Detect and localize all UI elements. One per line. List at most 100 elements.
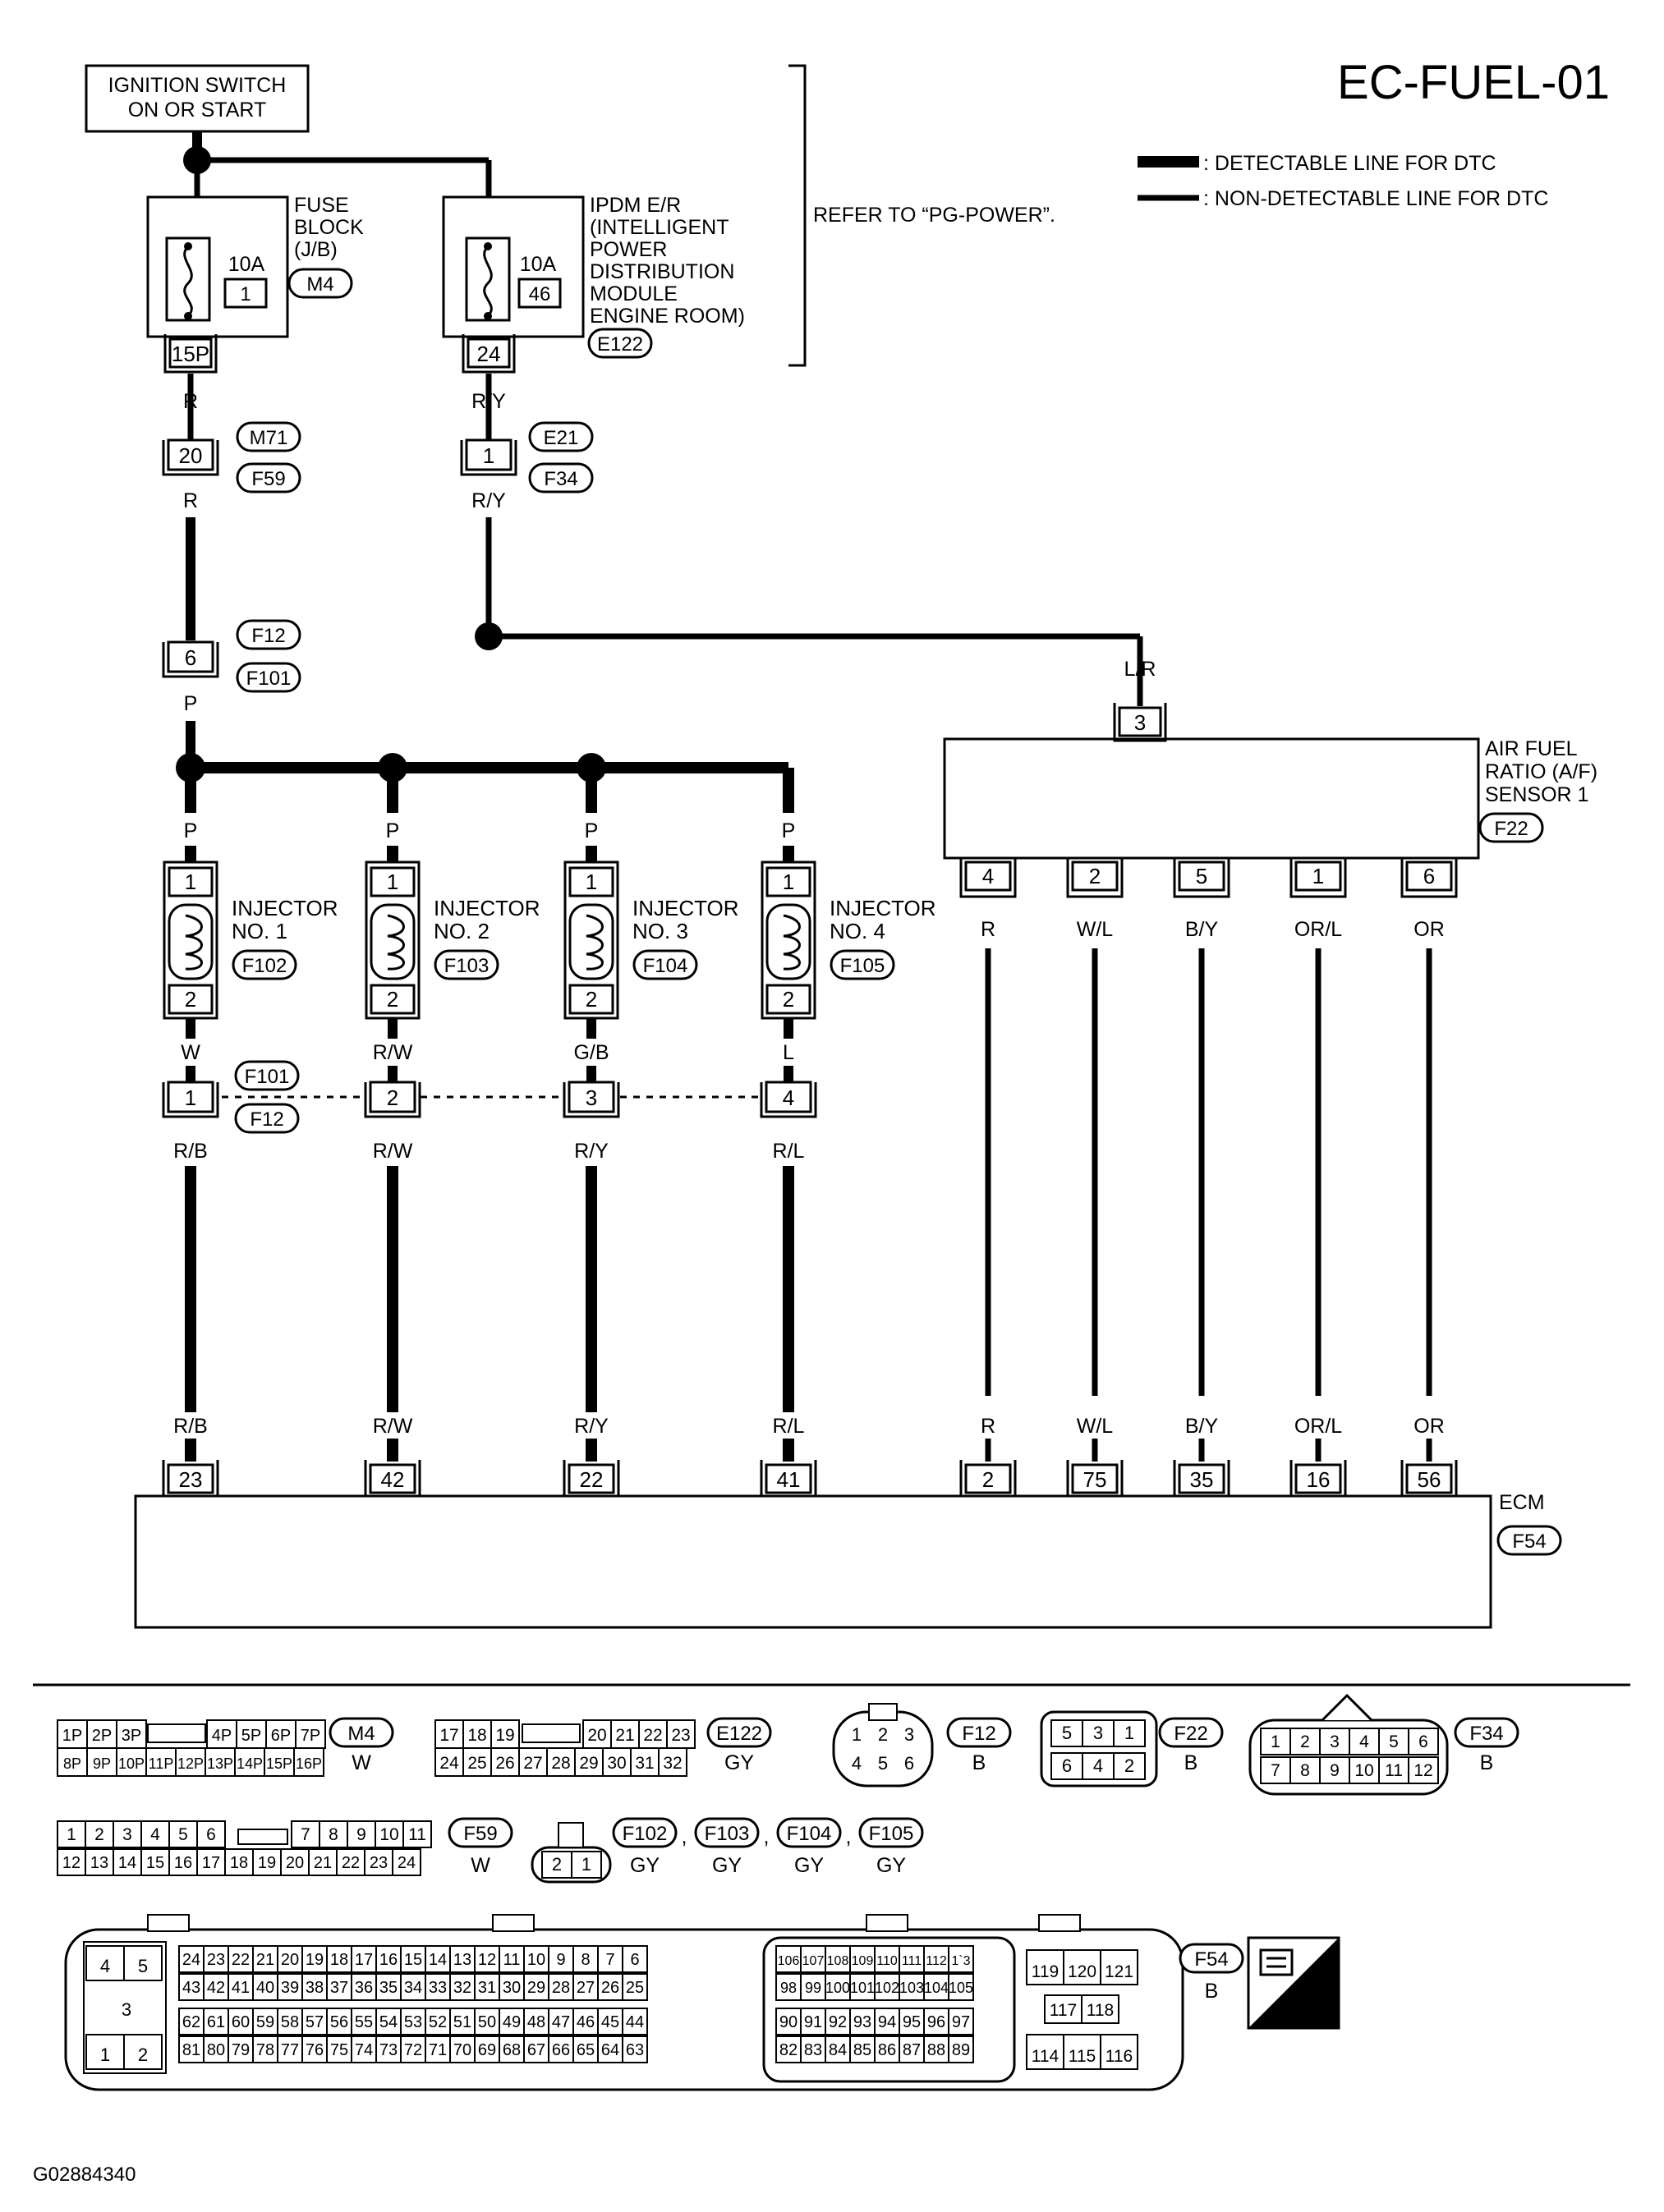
fuse-1-element [165,236,211,322]
af-wire-1-bot: OR/L [1294,1415,1342,1438]
conn-f54-b4-cell-89 [948,2035,974,2063]
conn-f54-key-1 [147,1914,190,1932]
conn-f34-pin-7: 7 [1271,1761,1280,1780]
ecm-pin-AF-H1-box [964,1463,1012,1494]
af-pin-4: 4 [982,864,994,888]
fuse-block-terminal-bracket [163,334,218,374]
af-pin-5-box [1178,860,1225,892]
injector-2-connector-oval [434,949,499,980]
injector-1-pin-bot: 2 [185,987,196,1012]
conn-e122-color: GY [724,1751,754,1774]
conn-f54-b2-pin-103: 103 [899,1980,924,1996]
right-junction-1-conn-a: E21 [544,427,579,449]
conn-m4-pin-6P: 6P [271,1727,291,1745]
conn-m4-pin-13P: 13P [207,1755,233,1772]
ecm-box [134,1494,1492,1629]
conn-f34-cell-1 [1260,1728,1291,1755]
conn-f22-pin-4: 4 [1093,1755,1103,1776]
conn-f54-b1-pin-110: 110 [876,1954,898,1968]
af-pin-5: 5 [1196,864,1207,888]
af-wire-5-bot: B/Y [1185,1415,1219,1438]
conn-f54-c3-cell-114 [1026,2034,1064,2070]
conn-f54-b3-pin-94: 94 [878,2013,896,2031]
conn-f34-pin-1: 1 [1271,1732,1280,1751]
right-junction-1-conn-b-oval [528,462,594,493]
af-wire-5-top: B/Y [1185,918,1219,941]
conn-f54-a4-cell-70 [449,2035,476,2063]
conn-f54-a3-cell-46 [572,2008,599,2035]
injector-1-wire-in: P [184,819,198,842]
conn-f54-a3-cell-44 [622,2008,648,2035]
conn-f59-pin-17: 17 [202,1854,220,1872]
conn-f34-pin-9: 9 [1330,1761,1340,1780]
ipdm-connector: E122 [597,333,643,356]
conn-f54-a1-pin-12: 12 [478,1951,496,1969]
left-junction-2-conn-b-oval [236,662,301,693]
conn-m4-cell-10P [116,1747,147,1777]
conn-f34-id: F34 [1469,1723,1503,1745]
ecm-pin-AF-VM1: 35 [1190,1467,1214,1492]
conn-f12-pin-2: 2 [878,1724,888,1745]
conn-f54-a3-pin-49: 49 [503,2013,521,2031]
conn-f54-a2-pin-36: 36 [355,1979,373,1997]
conn-f54-b4-pin-83: 83 [804,2041,822,2059]
left-junction-2-conn-a: F12 [251,625,285,647]
conn-m4-cell-15P [264,1747,295,1777]
injector-2-wire-ecm-bot: R/W [373,1415,413,1438]
conn-f54-b1-pin-1`3: 1`3 [951,1954,970,1968]
conn-f54-b2-cell-102 [874,1973,900,2001]
conn-f59-cell-2 [85,1820,114,1848]
conn-f54-a1-cell-20 [277,1945,303,1973]
injector-4-wire-in: P [782,819,796,842]
injector-2-junction-box [369,1081,416,1113]
conn-f54-b3-cell-95 [899,2008,925,2035]
conn-f54-a2-pin-34: 34 [404,1979,422,1997]
left-junction-1: 20 [179,443,203,468]
conn-f54-b3-pin-90: 90 [779,2013,798,2031]
conn-f54-c2-cell-117 [1044,1994,1083,2024]
conn-m4-pin-2P: 2P [92,1727,112,1745]
conn-f54-key-4 [1038,1914,1081,1932]
af-wire-6-top: OR [1413,918,1445,941]
af-pin-6: 6 [1423,864,1435,888]
conn-f54-a1-cell-6 [622,1945,648,1973]
conn-f22-cell-1 [1113,1719,1146,1747]
conn-f54-a4-pin-65: 65 [577,2041,595,2059]
conn-f59-cell-7 [291,1820,320,1848]
conn-f54-cell-2 [123,2034,163,2070]
af-pin-5-bracket [1173,858,1230,898]
conn-f59-pin-19: 19 [258,1854,276,1872]
conn-f54-b4-pin-84: 84 [829,2041,847,2059]
conn-f54-a2-pin-28: 28 [552,1979,570,1997]
conn-f54-b3-pin-93: 93 [853,2013,871,2031]
conn-f34-pin-10: 10 [1354,1761,1373,1780]
conn-f59-pin-10: 10 [379,1825,398,1844]
legend-detectable-label: : DETECTABLE LINE FOR DTC [1203,152,1496,175]
injector-4-pin-bot-box [765,984,811,1015]
conn-e122-pin-26: 26 [495,1754,514,1773]
ecm-pin-AF-UN1-box [1294,1463,1342,1494]
conn-m4-pin-7P: 7P [301,1727,320,1745]
injector-1-wire-ecm-top: R/B [173,1140,208,1163]
ecm-pin-A/F-IP1-box [1405,1463,1453,1494]
conn-e122-cell-19 [490,1719,520,1749]
conn-f54-a2-cell-36 [351,1973,377,2001]
conn-f54-a1-pin-8: 8 [581,1951,590,1969]
injector-4-wire-out: L [783,1041,794,1064]
conn-f54-a2-pin-27: 27 [577,1979,595,1997]
conn-f54-pin-5: 5 [138,1956,148,1976]
right-wire-mid: R/Y [471,489,506,512]
conn-f54-b3-pin-92: 92 [829,2013,847,2031]
figure-id: G02884340 [33,2164,136,2186]
conn-f54-a4-cell-66 [548,2035,574,2063]
conn-f59-pin-18: 18 [230,1854,248,1872]
conn-m4-cell-11P [145,1747,177,1777]
conn-e122-pin-19: 19 [495,1726,514,1745]
conn-f12-color: B [972,1751,986,1774]
injector-1-connector: F102 [242,955,287,977]
conn-f54-a2-cell-28 [548,1973,574,2001]
fuse-1-icon [183,245,193,318]
conn-f54-a4-pin-81: 81 [182,2041,200,2059]
conn-f59-pin-4: 4 [150,1825,160,1844]
conn-f54-b2-cell-99 [800,1973,826,2001]
